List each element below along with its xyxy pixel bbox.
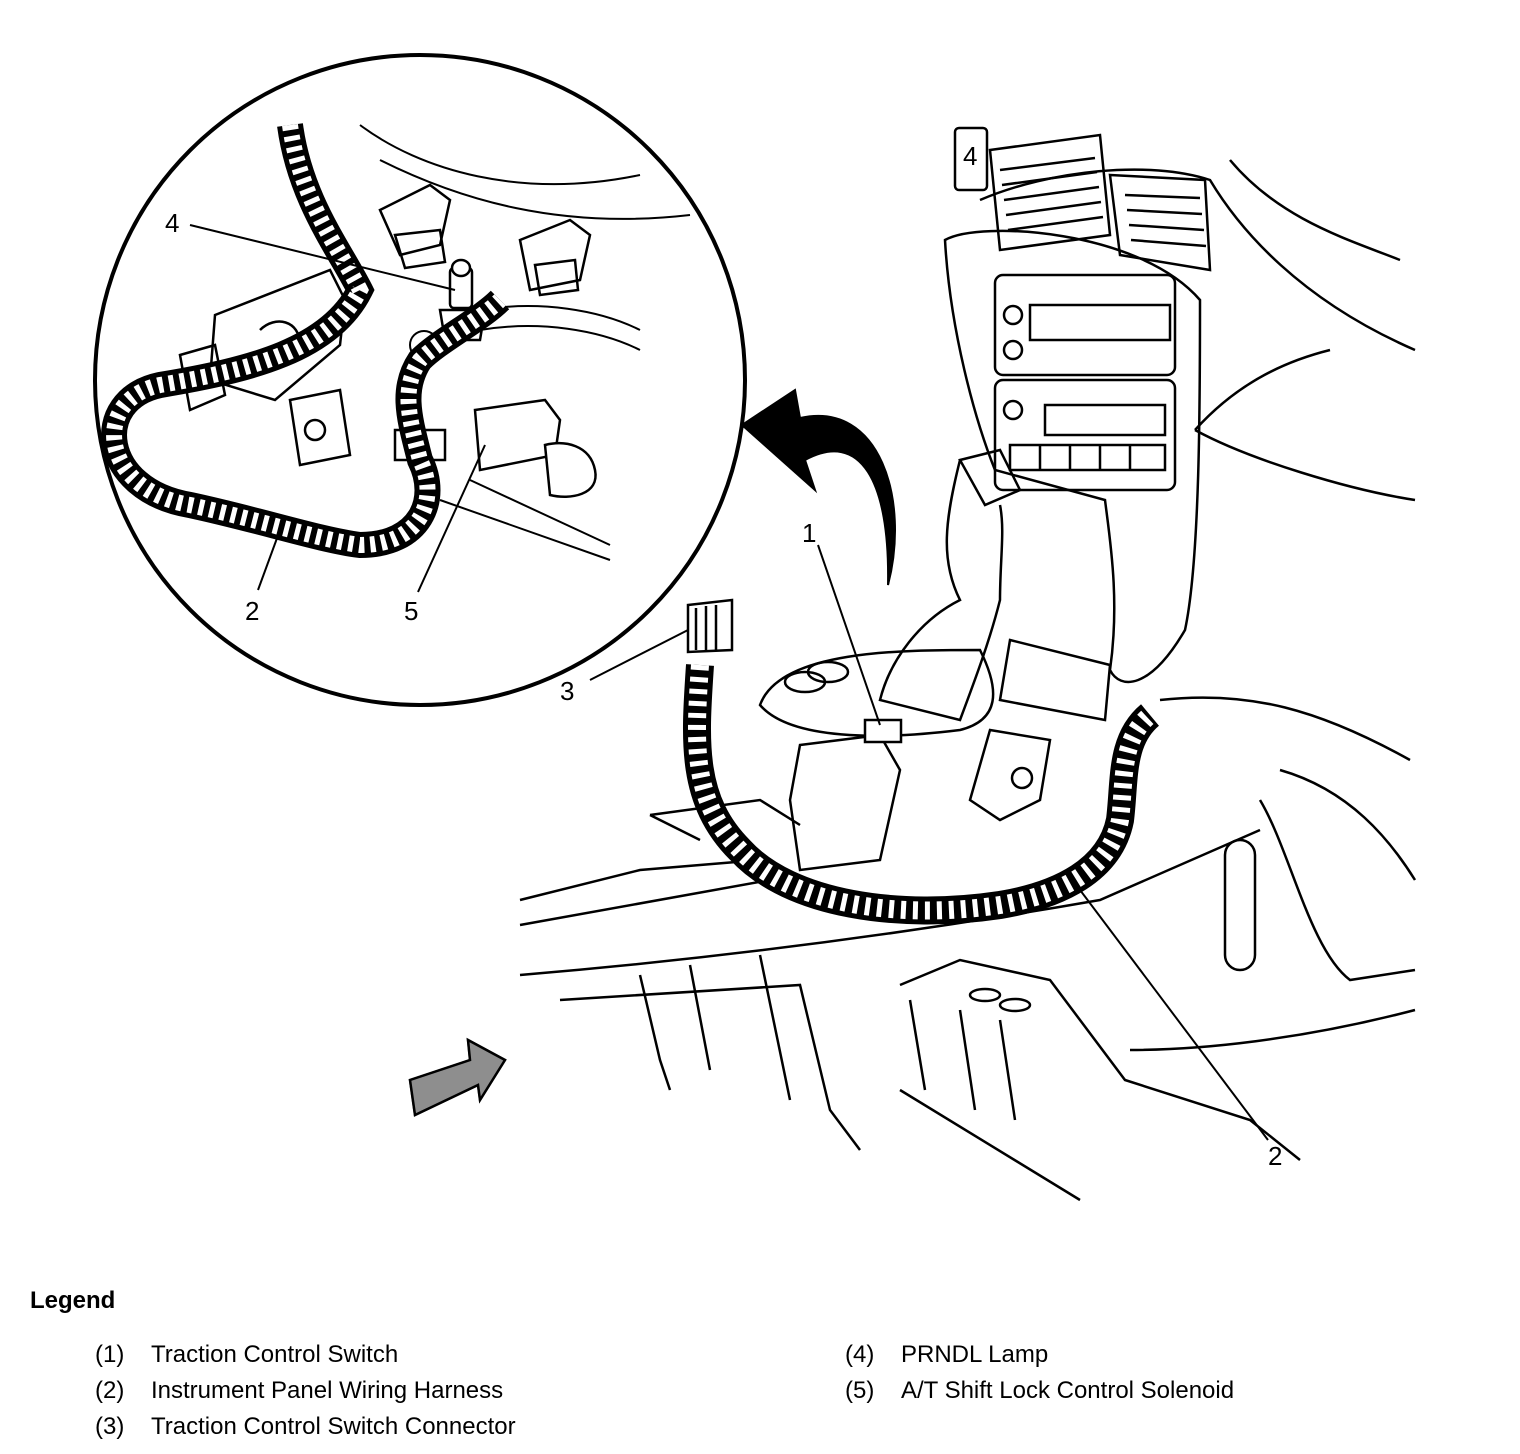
gear-shifter (758, 448, 1022, 737)
inset-mount-brackets (378, 183, 592, 297)
inset-base-block (288, 388, 352, 467)
view-direction-arrow (408, 1037, 507, 1117)
legend-title: Legend (30, 1287, 116, 1314)
legend-item-number: (4) (845, 1341, 875, 1368)
legend-item-1: (1) Traction Control Switch (95, 1337, 516, 1373)
badge-number: 4 (963, 141, 977, 171)
instrument-panel-outline (979, 159, 1416, 502)
legend-item-4: (4) PRNDL Lamp (845, 1337, 1234, 1373)
inset-dash-outline (359, 124, 691, 220)
legend-item-number: (3) (95, 1413, 125, 1440)
right-kick-panel (1159, 696, 1417, 982)
legend-item-3: (3) Traction Control Switch Connector (95, 1409, 516, 1445)
center-air-vents (988, 133, 1212, 272)
inset-callout-2: 2 (245, 596, 259, 626)
airbag-badge (953, 126, 989, 192)
inset-leader-lines (189, 224, 486, 593)
legend-item-number: (1) (95, 1341, 125, 1368)
main-view: 4 (519, 126, 1417, 1202)
inset-pointer-arrow (740, 388, 896, 586)
legend-item-5: (5) A/T Shift Lock Control Solenoid (845, 1373, 1234, 1409)
legend-item-label: A/T Shift Lock Control Solenoid (901, 1377, 1235, 1404)
shift-lock-solenoid (393, 398, 597, 498)
radio-unit (993, 273, 1177, 492)
main-wiring-harness (683, 664, 1160, 925)
legend-item-label: Traction Control Switch Connector (151, 1413, 516, 1440)
legend-column-left: (1) Traction Control Switch (2) Instrume… (95, 1337, 516, 1445)
main-callout-1: 1 (802, 518, 816, 548)
main-callout-2: 2 (1268, 1141, 1282, 1171)
inset-callout-5: 5 (404, 596, 418, 626)
legend-column-right: (4) PRNDL Lamp (5) A/T Shift Lock Contro… (845, 1337, 1234, 1409)
legend-item-label: Instrument Panel Wiring Harness (151, 1377, 504, 1404)
component-location-diagram: 4 2 5 4 (93, 53, 1417, 1202)
center-stack (943, 229, 1202, 684)
detail-inset: 4 2 5 (93, 53, 747, 707)
main-callout-3: 3 (560, 676, 574, 706)
legend-item-label: Traction Control Switch (151, 1341, 399, 1368)
inset-callout-4: 4 (165, 208, 179, 238)
legend-item-number: (2) (95, 1377, 125, 1404)
main-leader-lines (589, 544, 1269, 1141)
switch-connector (686, 598, 734, 654)
traction-control-switch (863, 718, 903, 744)
legend-item-label: PRNDL Lamp (901, 1341, 1049, 1368)
legend-item-2: (2) Instrument Panel Wiring Harness (95, 1373, 516, 1409)
legend-item-number: (5) (845, 1377, 875, 1404)
